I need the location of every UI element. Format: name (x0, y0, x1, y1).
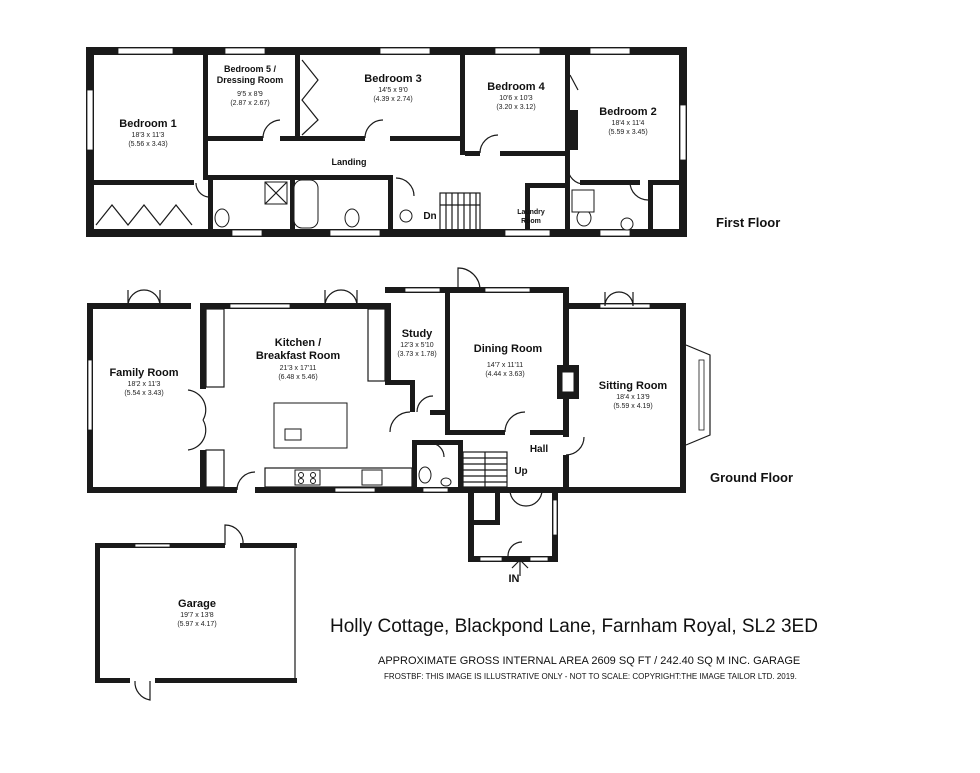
entrance-arrow-icon (511, 559, 529, 576)
ground-floor-stairs (462, 451, 508, 488)
laundry-label-line2: Room (521, 218, 541, 225)
study-dim-imperial: 12'3 x 5'10 (400, 342, 434, 349)
garage: Garage 19'7 x 13'8 (5.97 x 4.17) (95, 524, 297, 701)
dining-room-name: Dining Room (474, 343, 543, 355)
sitting-room-name: Sitting Room (599, 380, 668, 392)
property-address: Holly Cottage, Blackpond Lane, Farnham R… (330, 616, 818, 637)
landing-label: Landing (332, 157, 367, 167)
disclaimer-text: FROSTBF: THIS IMAGE IS ILLUSTRATIVE ONLY… (384, 672, 797, 681)
dining-room-dim-imperial: 14'7 x 11'11 (487, 362, 523, 369)
family-room-dim-metric: (5.54 x 3.43) (124, 390, 163, 397)
bedroom1-dim-imperial: 18'3 x 11'3 (132, 132, 165, 139)
ground-floor-label: Ground Floor (710, 470, 793, 485)
bedroom1-dim-metric: (5.56 x 3.43) (128, 141, 167, 148)
bedroom2-dim-imperial: 18'4 x 11'4 (612, 120, 645, 127)
shower-fixture (571, 189, 595, 213)
plan-footer: Holly Cottage, Blackpond Lane, Farnham R… (330, 616, 818, 681)
dining-room-dim-metric: (4.44 x 3.63) (485, 371, 524, 378)
kitchen-dim-imperial: 21'3 x 17'11 (280, 365, 317, 372)
family-room-name: Family Room (109, 367, 178, 379)
bedroom5-name-line1: Bedroom 5 / (224, 64, 277, 74)
wc-icon (214, 208, 230, 228)
bedroom5-name-line2: Dressing Room (217, 75, 284, 85)
garage-dim-metric: (5.97 x 4.17) (177, 621, 216, 628)
garage-name: Garage (178, 598, 216, 610)
laundry-label-line1: Laundry (517, 209, 545, 216)
bedroom1-name: Bedroom 1 (119, 118, 176, 130)
study-name: Study (402, 328, 433, 340)
kitchen-name-line2: Breakfast Room (256, 350, 341, 362)
wc-icon (344, 208, 360, 228)
kitchen-dim-metric: (6.48 x 5.46) (278, 374, 317, 381)
gross-area-note: APPROXIMATE GROSS INTERNAL AREA 2609 SQ … (378, 655, 800, 667)
bath-fixture (293, 179, 319, 229)
bedroom4-name: Bedroom 4 (487, 81, 545, 93)
kitchen-name-line1: Kitchen / (275, 337, 321, 349)
study-dim-metric: (3.73 x 1.78) (397, 351, 436, 358)
entrance-label: IN (509, 573, 520, 585)
first-floor-stairs (439, 192, 481, 231)
first-floor: Bedroom 1 18'3 x 11'3 (5.56 x 3.43) Bedr… (86, 47, 780, 237)
stairs-up-label: Up (514, 466, 527, 477)
hall-label: Hall (530, 444, 549, 455)
bedroom4-dim-imperial: 10'6 x 10'3 (499, 95, 533, 102)
bedroom2-dim-metric: (5.59 x 3.45) (608, 129, 647, 136)
bedroom5-dim-metric: (2.87 x 2.67) (230, 100, 269, 107)
bedroom3-dim-imperial: 14'5 x 9'0 (378, 87, 408, 94)
hob-icon (294, 469, 321, 486)
bedroom5-dim-imperial: 9'5 x 8'9 (237, 91, 263, 98)
sink-icon (361, 469, 383, 486)
basin-icon (620, 217, 634, 231)
ground-floor: Family Room 18'2 x 11'3 (5.54 x 3.43) Ki… (87, 267, 793, 585)
stairs-down-label: Dn (423, 211, 436, 222)
wc-icon (418, 466, 432, 484)
kitchen-island (273, 402, 348, 449)
garage-dim-imperial: 19'7 x 13'8 (180, 612, 214, 619)
family-room-dim-imperial: 18'2 x 11'3 (128, 381, 161, 388)
bedroom3-name: Bedroom 3 (364, 73, 421, 85)
bedroom3-dim-metric: (4.39 x 2.74) (373, 96, 412, 103)
sink-icon (284, 428, 302, 441)
first-floor-label: First Floor (716, 215, 780, 230)
sitting-room-dim-imperial: 18'4 x 13'9 (616, 394, 650, 401)
sitting-room-dim-metric: (5.59 x 4.19) (613, 403, 652, 410)
bedroom2-name: Bedroom 2 (599, 106, 656, 118)
basin-icon (399, 209, 413, 223)
bedroom4-dim-metric: (3.20 x 3.12) (496, 104, 535, 111)
basin-icon (440, 477, 452, 487)
